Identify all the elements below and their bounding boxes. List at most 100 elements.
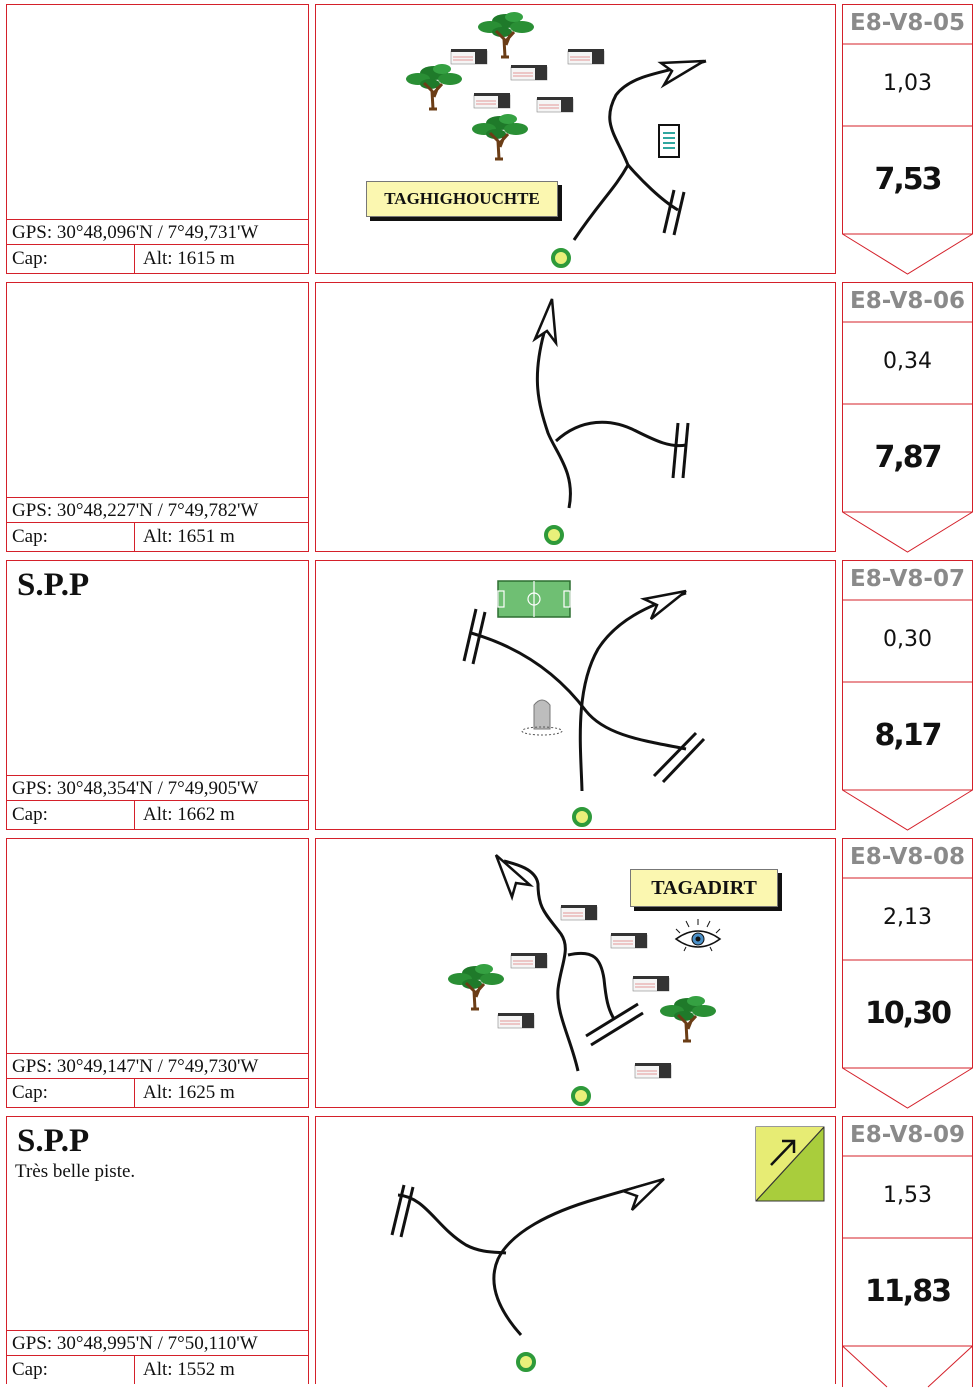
crossroad-icon — [390, 1184, 415, 1238]
roadbook-row-1: GPS: 30°48,096'N / 7°49,731'W Cap: Alt: … — [0, 0, 975, 278]
start-icon — [516, 1352, 536, 1372]
roadbook-row-3: S.P.P GPS: 30°48,354'N / 7°49,905'W Cap:… — [0, 556, 975, 834]
house-icon — [632, 975, 670, 992]
total-distance: 10,30 — [865, 996, 952, 1031]
gps-coordinates: GPS: 30°48,995'N / 7°50,110'W — [7, 1330, 308, 1356]
place-label: TAGHIGHOUCHTE — [366, 181, 558, 217]
row-heading: S.P.P — [17, 567, 90, 603]
route-diagram: TAGADIRT — [315, 838, 836, 1108]
route-diagram: TAGHIGHOUCHTE — [315, 4, 836, 274]
house-icon — [473, 92, 511, 109]
direction-arrow — [532, 298, 558, 348]
distance-column: E8-V8-09 1,53 11,83 — [842, 1116, 973, 1388]
crossroad-icon — [652, 731, 706, 784]
cap-label: Cap: — [12, 526, 48, 547]
house-icon — [610, 932, 648, 949]
partial-distance: 1,03 — [883, 71, 932, 96]
altitude: Alt: 1615 m — [134, 245, 235, 273]
start-icon — [571, 1086, 591, 1106]
partial-distance: 2,13 — [883, 905, 932, 930]
cap-alt-row: Cap: Alt: 1615 m — [7, 244, 308, 273]
route-track — [503, 859, 580, 1072]
house-icon — [510, 64, 548, 81]
waypoint-code: E8-V8-09 — [850, 1122, 965, 1148]
side-track — [397, 1193, 507, 1255]
altitude: Alt: 1625 m — [134, 1079, 235, 1107]
altitude: Alt: 1552 m — [134, 1356, 235, 1384]
distance-column: E8-V8-08 2,13 10,30 — [842, 838, 973, 1109]
waypoint-code: E8-V8-06 — [850, 288, 965, 314]
eye-icon — [674, 919, 722, 952]
notes-cell: GPS: 30°48,227'N / 7°49,782'W Cap: Alt: … — [6, 282, 309, 552]
roadbook-row-2: GPS: 30°48,227'N / 7°49,782'W Cap: Alt: … — [0, 278, 975, 556]
direction-arrow — [639, 589, 687, 620]
gps-coordinates: GPS: 30°48,354'N / 7°49,905'W — [7, 775, 308, 801]
crossroad-icon — [462, 608, 487, 665]
house-icon — [567, 48, 605, 65]
side-track — [470, 631, 687, 751]
route-track — [572, 59, 707, 241]
cap-label: Cap: — [12, 1082, 48, 1103]
route-diagram — [315, 560, 836, 830]
house-icon — [536, 96, 574, 113]
house-icon — [450, 48, 488, 65]
waypoint-code: E8-V8-07 — [850, 566, 965, 592]
cap-alt-row: Cap: Alt: 1625 m — [7, 1078, 308, 1107]
start-icon — [572, 807, 592, 827]
cap-label: Cap: — [12, 1359, 48, 1380]
direction-arrow — [618, 1177, 665, 1211]
waypoint-code: E8-V8-05 — [850, 10, 965, 36]
house-icon — [560, 904, 598, 921]
altitude: Alt: 1662 m — [134, 801, 235, 829]
cap-alt-row: Cap: Alt: 1662 m — [7, 800, 308, 829]
milestone-icon — [521, 699, 563, 736]
start-icon — [551, 248, 571, 268]
tree-icon — [446, 962, 506, 1011]
direction-arrow — [657, 59, 705, 89]
row-note: Très belle piste. — [15, 1161, 136, 1182]
tree-icon — [470, 112, 530, 161]
side-track — [567, 951, 616, 1020]
side-track — [554, 420, 687, 448]
waypoint-code: E8-V8-08 — [850, 844, 965, 870]
row-heading: S.P.P — [17, 1123, 90, 1159]
cap-alt-row: Cap: Alt: 1552 m — [7, 1355, 308, 1384]
house-icon — [497, 1012, 535, 1029]
house-icon — [510, 952, 548, 969]
tree-icon — [404, 62, 464, 111]
notes-cell: S.P.P Très belle piste. GPS: 30°48,995'N… — [6, 1116, 309, 1384]
roadbook-row-4: GPS: 30°49,147'N / 7°49,730'W Cap: Alt: … — [0, 834, 975, 1112]
direction-sign-icon — [755, 1126, 825, 1202]
cap-label: Cap: — [12, 248, 48, 269]
distance-column: E8-V8-05 1,03 7,53 — [842, 4, 973, 275]
route-diagram — [315, 1116, 836, 1384]
direction-arrow — [494, 854, 534, 901]
crossroad-icon — [585, 1002, 644, 1047]
notes-cell: S.P.P GPS: 30°48,354'N / 7°49,905'W Cap:… — [6, 560, 309, 830]
start-icon — [544, 525, 564, 545]
gps-coordinates: GPS: 30°49,147'N / 7°49,730'W — [7, 1053, 308, 1079]
route-track — [535, 302, 572, 509]
roadbook-row-5: S.P.P Très belle piste. GPS: 30°48,995'N… — [0, 1112, 975, 1388]
total-distance: 7,53 — [874, 162, 942, 197]
total-distance: 7,87 — [874, 440, 942, 475]
side-track — [626, 164, 679, 212]
distance-column: E8-V8-06 0,34 7,87 — [842, 282, 973, 553]
altitude: Alt: 1651 m — [134, 523, 235, 551]
gps-coordinates: GPS: 30°48,096'N / 7°49,731'W — [7, 219, 308, 245]
cap-label: Cap: — [12, 804, 48, 825]
distance-column: E8-V8-07 0,30 8,17 — [842, 560, 973, 831]
place-label: TAGADIRT — [630, 869, 778, 907]
house-icon — [634, 1062, 672, 1079]
football-field-icon — [497, 580, 571, 618]
partial-distance: 1,53 — [883, 1183, 932, 1208]
partial-distance: 0,34 — [883, 349, 932, 374]
cap-alt-row: Cap: Alt: 1651 m — [7, 522, 308, 551]
notes-cell: GPS: 30°49,147'N / 7°49,730'W Cap: Alt: … — [6, 838, 309, 1108]
total-distance: 11,83 — [865, 1274, 952, 1309]
gps-coordinates: GPS: 30°48,227'N / 7°49,782'W — [7, 497, 308, 523]
telephone-icon — [658, 124, 680, 158]
crossroad-icon — [671, 422, 690, 479]
route-diagram — [315, 282, 836, 552]
notes-cell: GPS: 30°48,096'N / 7°49,731'W Cap: Alt: … — [6, 4, 309, 274]
